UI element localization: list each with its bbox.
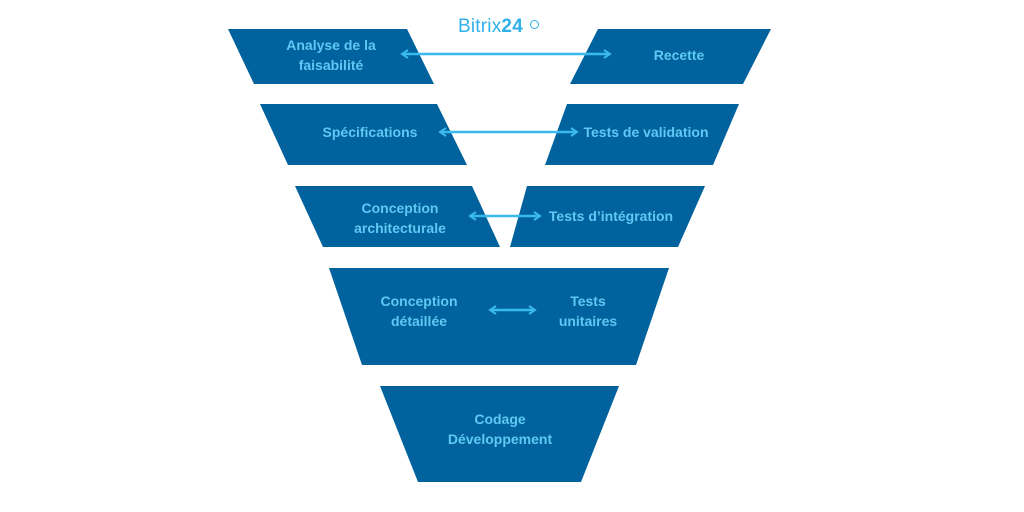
label-conception-architecturale: Conception architecturale <box>354 200 446 236</box>
block-tests-integration <box>510 186 705 247</box>
label-analyse: Analyse de la faisabilité <box>286 37 376 73</box>
label-specifications: Spécifications <box>322 124 418 140</box>
bitrix24-logo: Bitrix24 <box>458 16 523 38</box>
clock-icon <box>530 20 539 29</box>
label-conception-detaillee: Conception détaillée <box>380 293 458 329</box>
label-tests-unitaires: Tests unitaires <box>558 293 618 329</box>
label-recette: Recette <box>653 47 705 63</box>
label-codage: Codage Développement <box>447 411 553 447</box>
block-recette <box>570 29 771 84</box>
block-codage <box>380 386 619 482</box>
block-tests-validation <box>545 104 739 165</box>
block-conception-architecturale <box>295 186 500 247</box>
logo-brand: Bitrix <box>458 16 502 37</box>
block-conception-detaillee <box>329 268 669 365</box>
label-tests-validation: Tests de validation <box>583 124 709 140</box>
block-specifications <box>260 104 467 165</box>
block-analyse <box>228 29 434 84</box>
logo-number: 24 <box>501 16 523 37</box>
label-tests-integration: Tests d’intégration <box>548 208 674 224</box>
